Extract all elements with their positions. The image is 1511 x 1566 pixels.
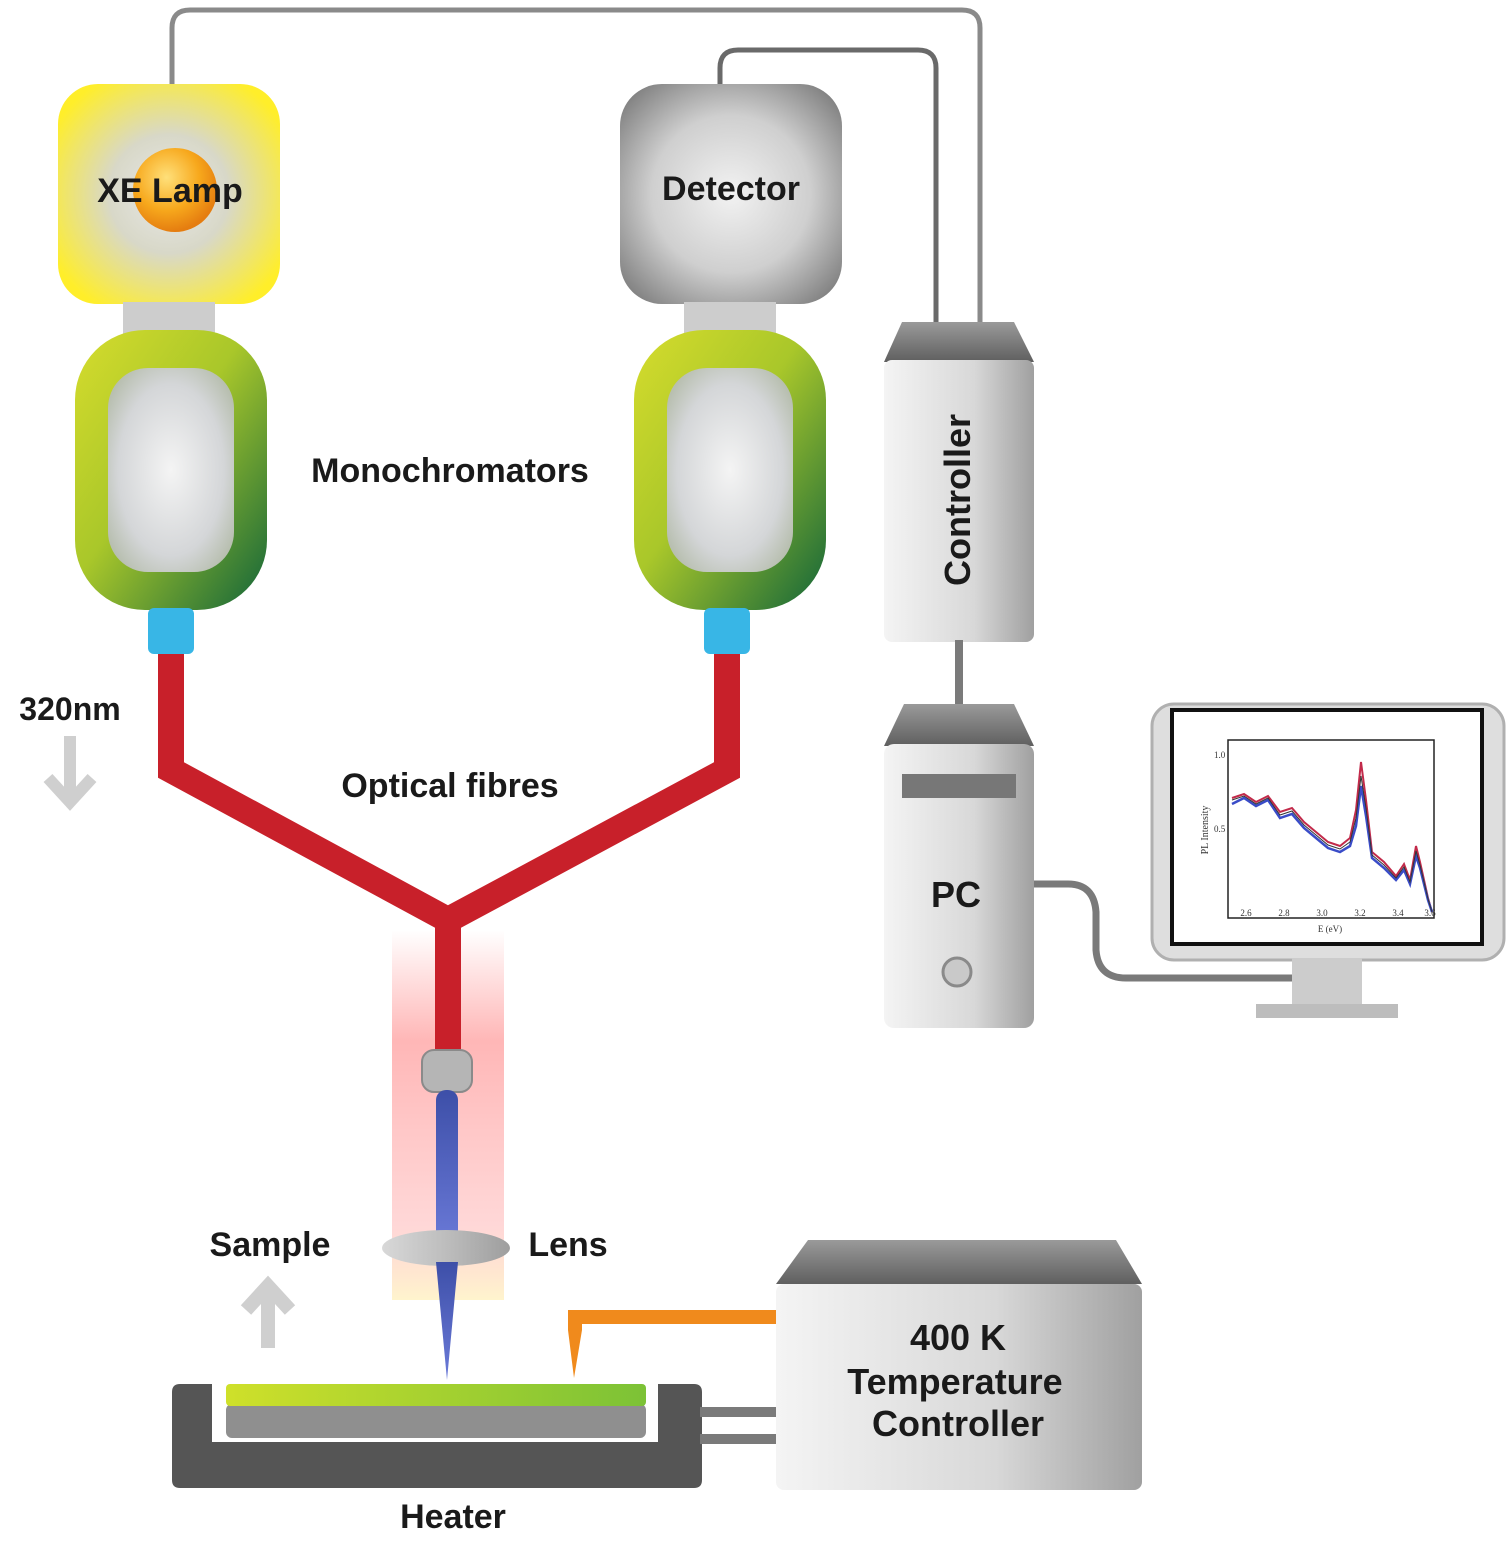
monitor-base <box>1256 1004 1398 1018</box>
probe-coupler <box>421 1049 473 1093</box>
coupler-right <box>704 608 750 654</box>
temp-controller-line3: Controller <box>872 1403 1044 1444</box>
pc-tower: PC <box>884 704 1034 1028</box>
lens-label: Lens <box>528 1226 607 1264</box>
plot-curve-black <box>1231 775 1433 913</box>
detector-label: Detector <box>662 170 800 208</box>
plot-ytick-top: 1.0 <box>1214 750 1226 760</box>
plot-xtick-1: 2.6 <box>1240 908 1252 918</box>
temperature-controller: 400 K Temperature Controller <box>776 1240 1142 1490</box>
probe-tip <box>436 1262 458 1380</box>
plot-ytick-mid: 0.5 <box>1214 824 1226 834</box>
monitor: PL Intensity 1.0 0.5 2.6 2.8 3.0 3.2 3.4… <box>1150 702 1506 1018</box>
temp-controller-line1: 400 K <box>910 1317 1006 1358</box>
down-arrow-icon <box>43 736 97 811</box>
pc-power-button <box>941 956 973 988</box>
pc-label: PC <box>931 874 981 915</box>
up-arrow-icon <box>240 1275 296 1348</box>
sample-base <box>226 1404 646 1438</box>
lamp-bulb <box>133 148 217 232</box>
plot-xtick-3: 3.0 <box>1316 908 1328 918</box>
detector-cable <box>717 47 939 322</box>
monitor-plot: PL Intensity 1.0 0.5 2.6 2.8 3.0 3.2 3.4… <box>1200 739 1436 934</box>
sample-label: Sample <box>210 1226 331 1264</box>
coupler-left <box>148 608 194 654</box>
detector: Detector <box>620 84 842 304</box>
lamp-cable <box>169 7 983 322</box>
heater-wire-2 <box>700 1434 780 1444</box>
heater <box>172 1384 702 1488</box>
xe-lamp-label: XE Lamp <box>97 172 242 210</box>
plot-xtick-5: 3.4 <box>1392 908 1404 918</box>
optical-fibres-label: Optical fibres <box>341 767 558 805</box>
controller-pc-cable <box>955 640 963 706</box>
heater-wire-1 <box>700 1407 780 1417</box>
controller-label: Controller <box>937 414 978 586</box>
plot-ylabel: PL Intensity <box>1200 806 1211 855</box>
heater-label: Heater <box>400 1498 506 1536</box>
controller: Controller <box>884 322 1034 642</box>
plot-xtick-2: 2.8 <box>1278 908 1290 918</box>
probe-rod <box>436 1090 458 1248</box>
monochromators-label: Monochromators <box>311 452 589 490</box>
monitor-stand <box>1292 958 1362 1008</box>
pc-monitor-cable <box>1034 880 1300 982</box>
sample-slab <box>226 1384 646 1406</box>
monochromator-right <box>634 330 826 610</box>
pc-drive-bay <box>902 774 1016 798</box>
plot-xlabel: E (eV) <box>1318 924 1342 934</box>
plot-xtick-6: 3.6 <box>1424 908 1436 918</box>
thermocouple <box>568 1310 780 1378</box>
wavelength-label: 320nm <box>19 691 120 727</box>
plot-curve-blue <box>1231 785 1434 913</box>
optical-fibre <box>158 654 740 1060</box>
plot-curve-red <box>1231 761 1433 913</box>
plot-xtick-4: 3.2 <box>1354 908 1365 918</box>
lens <box>382 1230 510 1266</box>
xe-lamp: XE Lamp <box>58 84 280 304</box>
monochromator-left <box>75 330 267 610</box>
temp-controller-line2: Temperature <box>847 1361 1062 1402</box>
